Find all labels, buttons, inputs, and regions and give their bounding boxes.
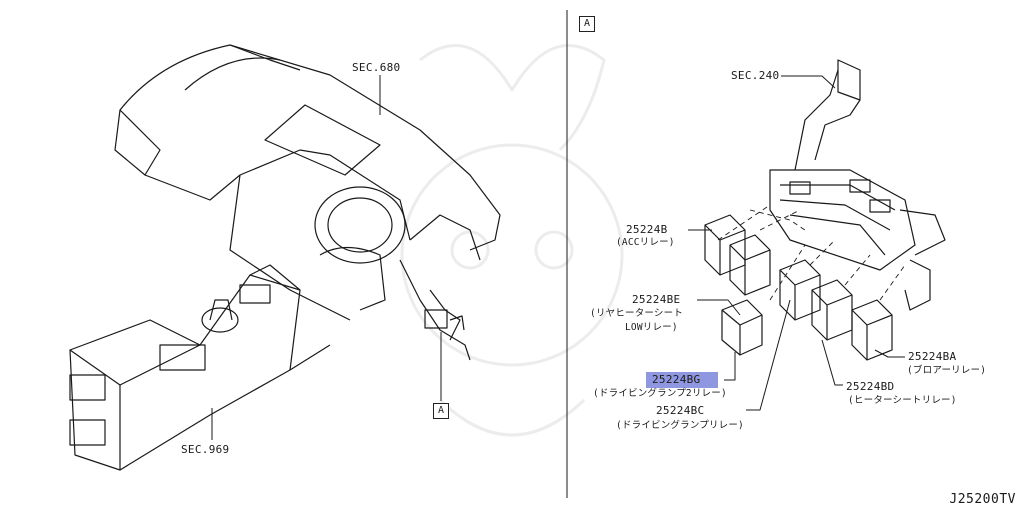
- dashboard-illustration: [114, 44, 501, 361]
- view-a-label: A: [579, 16, 595, 32]
- relay-block-illustration: [769, 169, 916, 271]
- part-25224b-desc: (ACCリレー): [616, 237, 675, 248]
- part-25224ba-desc: (ブロアーリレー): [907, 365, 987, 376]
- view-a-reference: A: [433, 403, 449, 419]
- part-25224bd-number: 25224BD: [846, 380, 895, 393]
- part-25224be-number: 25224BE: [632, 293, 681, 306]
- watermark-emblem: [400, 44, 624, 437]
- part-25224ba-number: 25224BA: [908, 350, 957, 363]
- relay-cubes: [704, 214, 893, 361]
- part-25224bc-number: 25224BC: [656, 404, 705, 417]
- part-25224be-desc: (リヤヒーターシート: [590, 308, 684, 319]
- part-25224be-desc2: LOWリレー): [625, 322, 678, 333]
- sec680-callout: SEC.680: [352, 61, 401, 74]
- console-illustration: [69, 264, 331, 471]
- sec969-callout: SEC.969: [181, 443, 230, 456]
- bracket-illustration: [794, 59, 946, 311]
- part-25224bg-number-highlighted[interactable]: 25224BG: [646, 372, 718, 388]
- sec240-callout: SEC.240: [731, 69, 780, 82]
- part-25224bc-desc: (ドライビングランプリレー): [616, 420, 744, 431]
- part-25224bd-desc: (ヒーターシートリレー): [848, 395, 957, 406]
- part-25224bg-desc: (ドライビングランプ2リレー): [593, 388, 727, 399]
- part-25224b-number: 25224B: [626, 223, 668, 236]
- drawing-code: J25200TV: [949, 492, 1016, 507]
